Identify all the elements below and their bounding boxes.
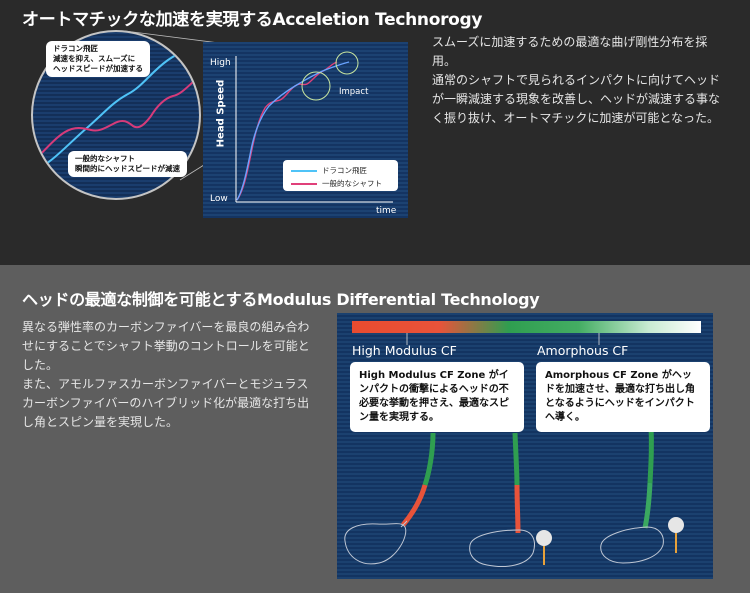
golf-ball-mid <box>536 530 552 546</box>
shaft-right-green <box>647 424 654 484</box>
drakon-line <box>236 61 350 201</box>
legend-label-drakon: ドラコン飛匠 <box>322 166 367 175</box>
impact-circle-large <box>301 71 331 101</box>
shaft-mid-green <box>512 432 520 486</box>
callout-drakon-line3: ヘッドスピードが加速する <box>53 64 143 73</box>
impact-circle-small <box>335 51 359 75</box>
impact-label: Impact <box>339 87 369 97</box>
legend-item-drakon: ドラコン飛匠 <box>291 165 367 176</box>
acceleration-desc-p2: 通常のシャフトで見られるインパクトに向けてヘッドが一瞬減速する現象を改善し、ヘッ… <box>432 73 721 125</box>
callout-drakon: ドラコン飛匠 減速を抑え、スムーズに ヘッドスピードが加速する <box>46 41 150 77</box>
modulus-desc-p2: また、アモルファスカーボンファイバーとモジュラスカーボンファイバーのハイブリッド… <box>22 377 310 429</box>
acceleration-desc-p1: スムーズに加速するための最適な曲げ剛性分布を採用。 <box>432 35 708 68</box>
amorphous-box: Amorphous CF Zone がヘッドを加速させ、最適な打ち出し角となるよ… <box>536 362 710 432</box>
legend-swatch-general <box>291 182 317 185</box>
modulus-panel: High Modulus CF Amorphous CF High Modulu… <box>337 313 713 579</box>
legend-label-general: 一般的なシャフト <box>322 179 382 188</box>
shaft-right-green-light <box>642 482 653 529</box>
amorphous-heading: Amorphous CF <box>537 343 629 358</box>
y-axis-title: Head Speed <box>215 79 227 148</box>
y-high-label: High <box>210 58 231 68</box>
legend-swatch-drakon <box>291 169 317 172</box>
shaft-left-green <box>422 432 436 486</box>
head-speed-chart: High Low Head Speed time Impact <box>203 42 408 218</box>
shaft-left-red <box>401 484 428 527</box>
amorphous-text: Amorphous CF Zone がヘッドを加速させ、最適な打ち出し角となるよ… <box>545 370 695 423</box>
high-modulus-text: High Modulus CF Zone がインパクトの衝撃によるヘッドの不必要… <box>359 370 509 423</box>
x-axis-title: time <box>376 206 397 216</box>
chart-legend: ドラコン飛匠 一般的なシャフト <box>283 160 398 191</box>
legend-item-general: 一般的なシャフト <box>291 178 382 189</box>
high-modulus-heading: High Modulus CF <box>352 343 457 358</box>
callout-general: 一般的なシャフト 瞬間的にヘッドスピードが減速 <box>68 151 187 177</box>
club-head-right <box>600 526 664 564</box>
club-head-mid <box>469 529 535 567</box>
modulus-desc-p1: 異なる弾性率のカーボンファイバーを最良の組み合わせにすることでシャフト挙動のコン… <box>22 320 310 372</box>
callout-general-line1: 一般的なシャフト <box>75 154 135 163</box>
acceleration-description: スムーズに加速するための最適な曲げ剛性分布を採用。 通常のシャフトで見られるイン… <box>432 33 722 128</box>
y-low-label: Low <box>210 194 228 204</box>
callout-drakon-line1: ドラコン飛匠 <box>53 44 98 53</box>
modulus-section: ヘッドの最適な制御を可能とするModulus Differential Tech… <box>0 265 750 593</box>
acceleration-section: オートマチックな加速を実現するAcceletion Technorogy ドラコ… <box>0 0 750 265</box>
zoom-general-line <box>33 75 199 163</box>
modulus-description: 異なる弾性率のカーボンファイバーを最良の組み合わせにすることでシャフト挙動のコン… <box>22 318 317 432</box>
zoom-drakon-line <box>33 39 199 173</box>
high-modulus-box: High Modulus CF Zone がインパクトの衝撃によるヘッドの不必要… <box>350 362 524 432</box>
golf-ball-right <box>668 517 684 533</box>
zoom-curves <box>33 39 199 173</box>
callout-drakon-line2: 減速を抑え、スムーズに <box>53 54 136 63</box>
acceleration-title: オートマチックな加速を実現するAcceletion Technorogy <box>22 10 483 30</box>
shaft-mid-red <box>514 484 521 534</box>
modulus-title: ヘッドの最適な制御を可能とするModulus Differential Tech… <box>22 290 540 309</box>
modulus-gradient-bar <box>352 321 701 333</box>
callout-general-line2: 瞬間的にヘッドスピードが減速 <box>75 164 180 173</box>
head-speed-plot <box>235 51 393 203</box>
club-head-left <box>344 523 407 565</box>
